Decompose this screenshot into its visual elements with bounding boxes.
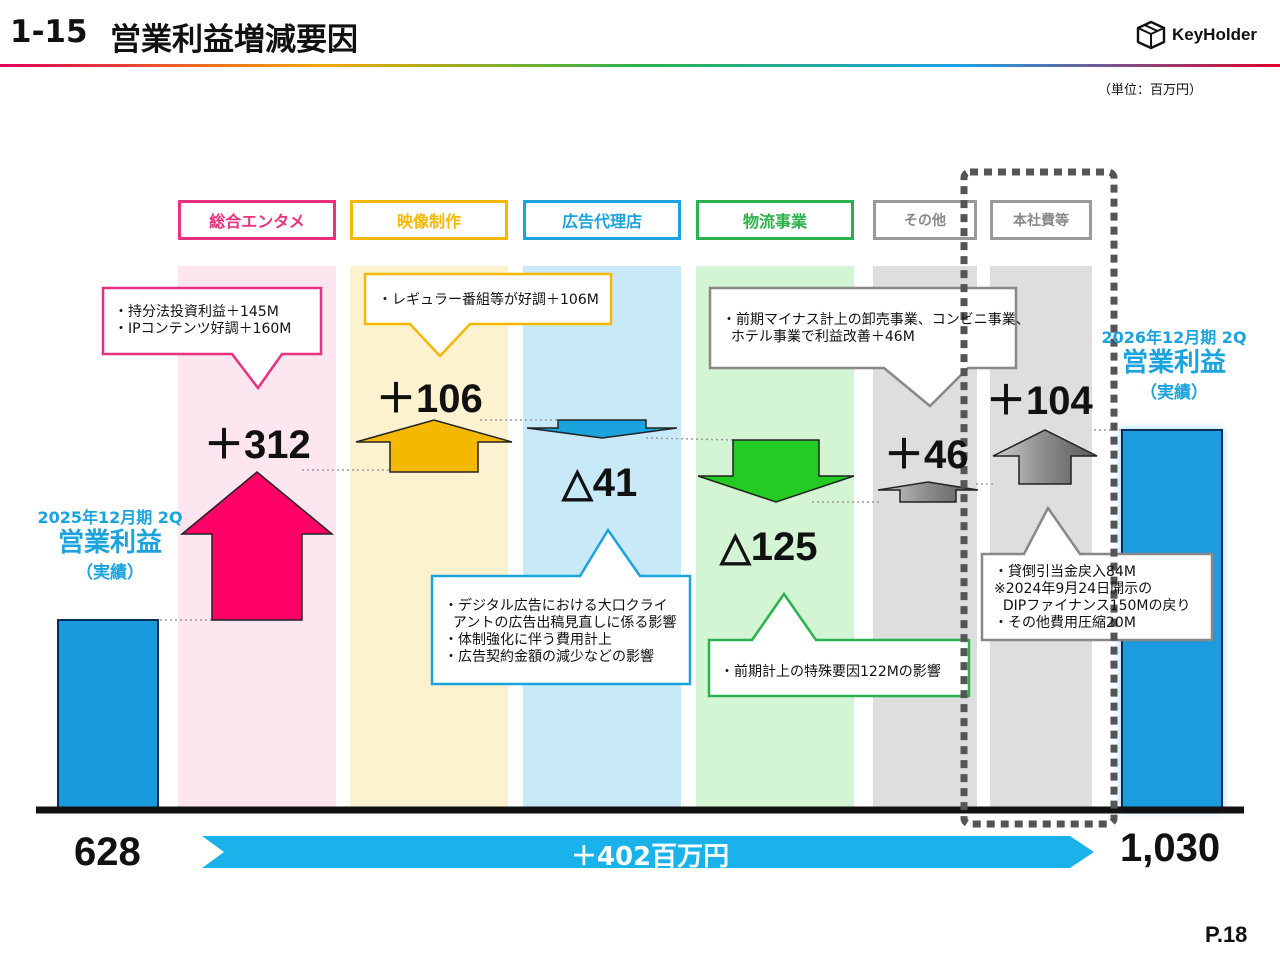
delta-label-hq: ＋104: [986, 379, 1093, 423]
delta-label-advertising: △41: [562, 461, 638, 505]
column-bg-1: [350, 266, 508, 810]
connector-3: [645, 437, 737, 441]
hq-highlight-frame: [960, 168, 1118, 828]
note-video: ・レギュラー番組等が好調＋106M: [378, 292, 599, 308]
box-icon: [1136, 20, 1166, 50]
logo-text: KeyHolder: [1172, 25, 1258, 44]
callout-entertainment: [101, 286, 323, 391]
callout-logistics: [707, 591, 971, 698]
category-header-video: 映像制作: [350, 200, 508, 240]
start-value: 628: [74, 830, 141, 874]
end-label: 2026年12月期 2Q 営業利益 （実績）: [1082, 324, 1266, 403]
delta-label-logistics: △125: [720, 525, 818, 569]
delta-label-entertainment: ＋312: [204, 423, 311, 467]
end-metric: 営業利益: [1121, 348, 1226, 378]
start-bar: [57, 619, 159, 811]
page-number: P.18: [1205, 922, 1248, 947]
arrow-hq: [992, 429, 1098, 485]
note-logistics: ・前期計上の特殊要因122Mの影響: [720, 664, 941, 680]
note-advertising: ・デジタル広告における大口クライ アントの広告出稿見直しに係る影響 ・体制強化に…: [444, 598, 677, 665]
start-metric: 営業利益: [57, 528, 162, 558]
callout-other: [708, 286, 1018, 408]
category-header-entertainment: 総合エンタメ: [178, 200, 336, 240]
callout-hq: [980, 505, 1214, 642]
page-title: 営業利益増減要因: [110, 22, 358, 58]
category-header-hq: 本社費等: [990, 200, 1092, 240]
end-value: 1,030: [1120, 826, 1221, 870]
end-period: 2026年12月期 2Q: [1101, 328, 1247, 347]
delta-label-video: ＋106: [376, 377, 483, 421]
start-period: 2025年12月期 2Q: [37, 508, 183, 527]
callout-video: [363, 272, 613, 358]
start-note: （実績）: [76, 563, 144, 583]
note-entertainment: ・持分法投資利益＋145M ・IPコンテンツ好調＋160M: [114, 304, 292, 337]
arrow-advertising: [526, 419, 678, 439]
arrow-entertainment: [179, 471, 335, 621]
category-header-advertising: 広告代理店: [523, 200, 681, 240]
total-change-arrow: [202, 836, 1094, 868]
unit-note: （単位：百万円）: [1098, 83, 1203, 98]
category-header-logistics: 物流事業: [696, 200, 854, 240]
header-divider: [0, 64, 1280, 67]
total-change-label: ＋402百万円: [570, 842, 730, 872]
callout-advertising: [430, 527, 692, 686]
arrow-other: [877, 481, 979, 503]
note-hq: ・貸倒引当金戻入84M ※2024年9月24日開示の DIPファイナンス150M…: [994, 564, 1191, 631]
category-header-other: その他: [873, 200, 977, 240]
end-note: （実績）: [1140, 383, 1208, 403]
arrow-logistics: [697, 439, 855, 503]
delta-label-other: ＋46: [884, 433, 969, 477]
section-number: 1-15: [10, 14, 88, 50]
note-other: ・前期マイナス計上の卸売事業、コンビニ事業、 ホテル事業で利益改善＋46M: [722, 312, 1030, 345]
arrow-video: [355, 419, 513, 473]
company-logo: KeyHolder: [1136, 18, 1257, 52]
start-label: 2025年12月期 2Q 営業利益 （実績）: [20, 504, 200, 583]
